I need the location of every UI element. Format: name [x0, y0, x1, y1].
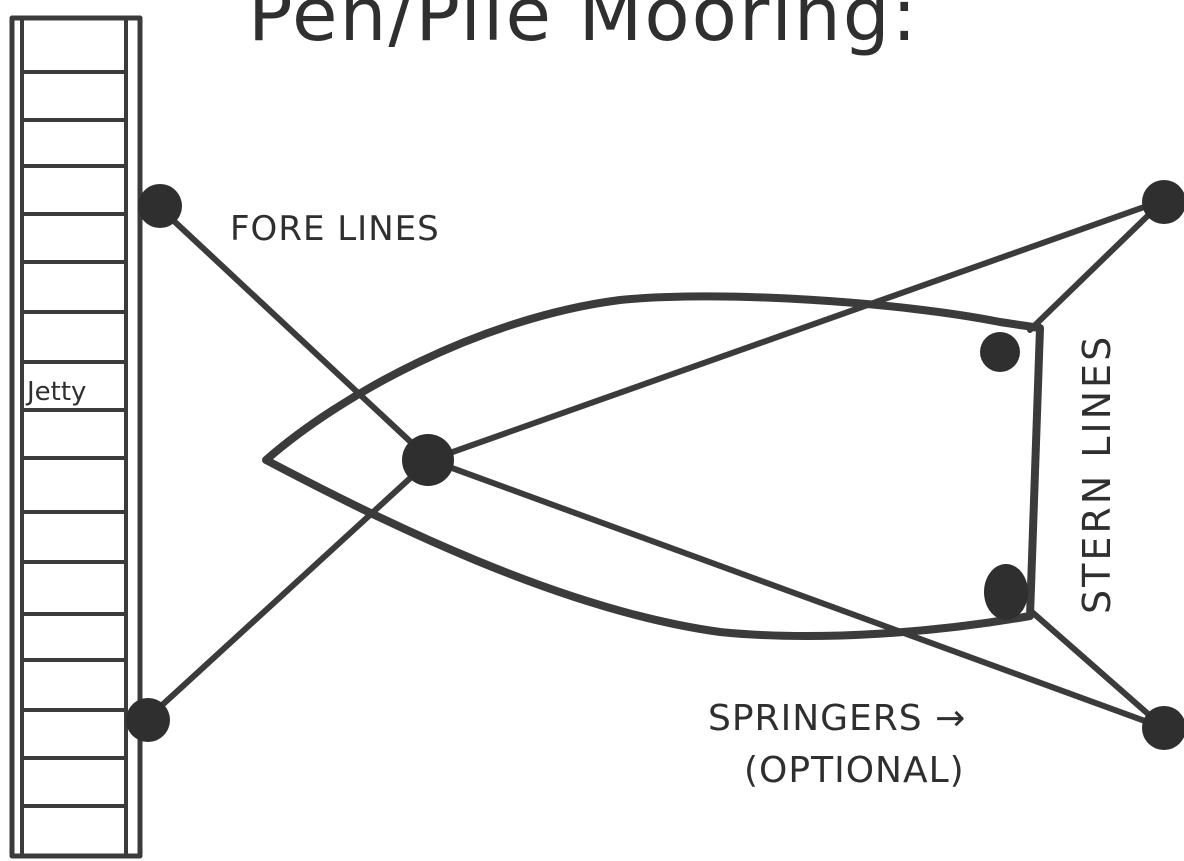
stern-line	[1027, 197, 1167, 333]
stern-line	[1029, 609, 1167, 731]
stern-lines-label: STERN LINES	[1075, 334, 1119, 614]
fore-lines-label: FORE LINES	[230, 209, 440, 249]
piles	[126, 180, 1184, 750]
springer-line	[427, 457, 1167, 731]
stern-pile-bottom	[1142, 706, 1184, 750]
stern-cleat-bottom	[984, 564, 1028, 620]
mooring-lines	[145, 197, 1167, 731]
fore-line	[145, 457, 433, 721]
stern-cleat-top	[980, 332, 1020, 372]
boat-hull	[262, 292, 1044, 641]
bow-cleat	[402, 434, 454, 486]
jetty-label: Jetty	[25, 377, 86, 407]
jetty: Jetty	[9, 15, 143, 859]
springers-optional-label: (OPTIONAL)	[744, 750, 965, 791]
jetty-outer-edge	[9, 15, 143, 859]
fore-pile-bottom	[126, 698, 170, 742]
springers-label: SPRINGERS →	[708, 698, 966, 739]
stern-pile-top	[1142, 180, 1184, 224]
diagram-title: Pen/Pile Mooring:	[248, 0, 919, 58]
fore-pile-top	[138, 184, 182, 228]
springer-line	[427, 197, 1167, 463]
fore-line	[157, 205, 433, 463]
jetty-planks	[20, 70, 128, 808]
